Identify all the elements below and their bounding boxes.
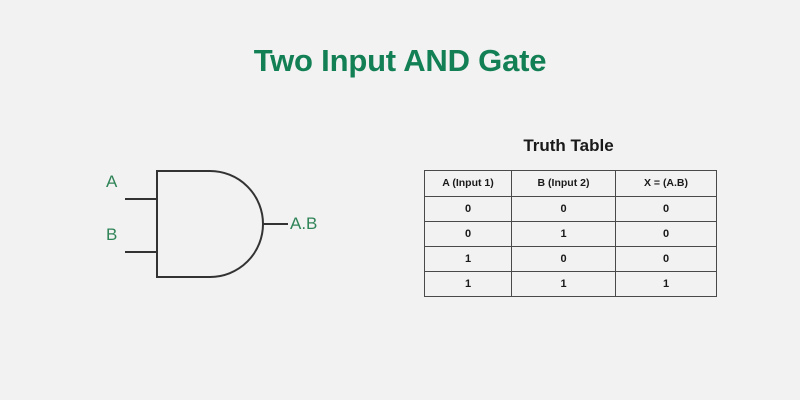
table-row: 0 1 0 (424, 221, 717, 247)
cell-b: 0 (511, 246, 616, 272)
cell-b: 1 (511, 271, 616, 297)
cell-b: 0 (511, 196, 616, 222)
truth-table: A (Input 1) B (Input 2) X = (A.B) 0 0 0 … (424, 170, 717, 297)
cell-a: 0 (424, 221, 512, 247)
page-title: Two Input AND Gate (253, 43, 547, 78)
column-header-a: A (Input 1) (424, 170, 512, 197)
cell-x: 0 (615, 196, 717, 222)
table-row: 1 0 0 (424, 246, 717, 272)
column-header-x: X = (A.B) (615, 170, 717, 197)
table-row: 0 0 0 (424, 196, 717, 222)
input-a-label: A (106, 172, 118, 191)
cell-b: 1 (511, 221, 616, 247)
cell-x: 0 (615, 246, 717, 272)
truth-table-block: Truth Table A (Input 1) B (Input 2) X = … (424, 135, 717, 297)
input-b-label: B (106, 225, 118, 244)
and-gate-body (156, 170, 264, 278)
cell-x: 1 (615, 271, 717, 297)
truth-table-header: A (Input 1) B (Input 2) X = (A.B) (424, 170, 717, 197)
cell-a: 1 (424, 271, 512, 297)
truth-table-body: 0 0 0 0 1 0 1 0 0 1 1 1 (424, 196, 717, 297)
and-gate-symbol (125, 170, 288, 278)
cell-a: 1 (424, 246, 512, 272)
table-row: 1 1 1 (424, 271, 717, 297)
output-label: A.B (290, 214, 318, 233)
cell-x: 0 (615, 221, 717, 247)
cell-a: 0 (424, 196, 512, 222)
and-gate-diagram: A B A.B (90, 150, 360, 310)
column-header-b: B (Input 2) (511, 170, 616, 197)
truth-table-heading: Truth Table (523, 136, 614, 155)
table-header-row: A (Input 1) B (Input 2) X = (A.B) (424, 170, 717, 197)
